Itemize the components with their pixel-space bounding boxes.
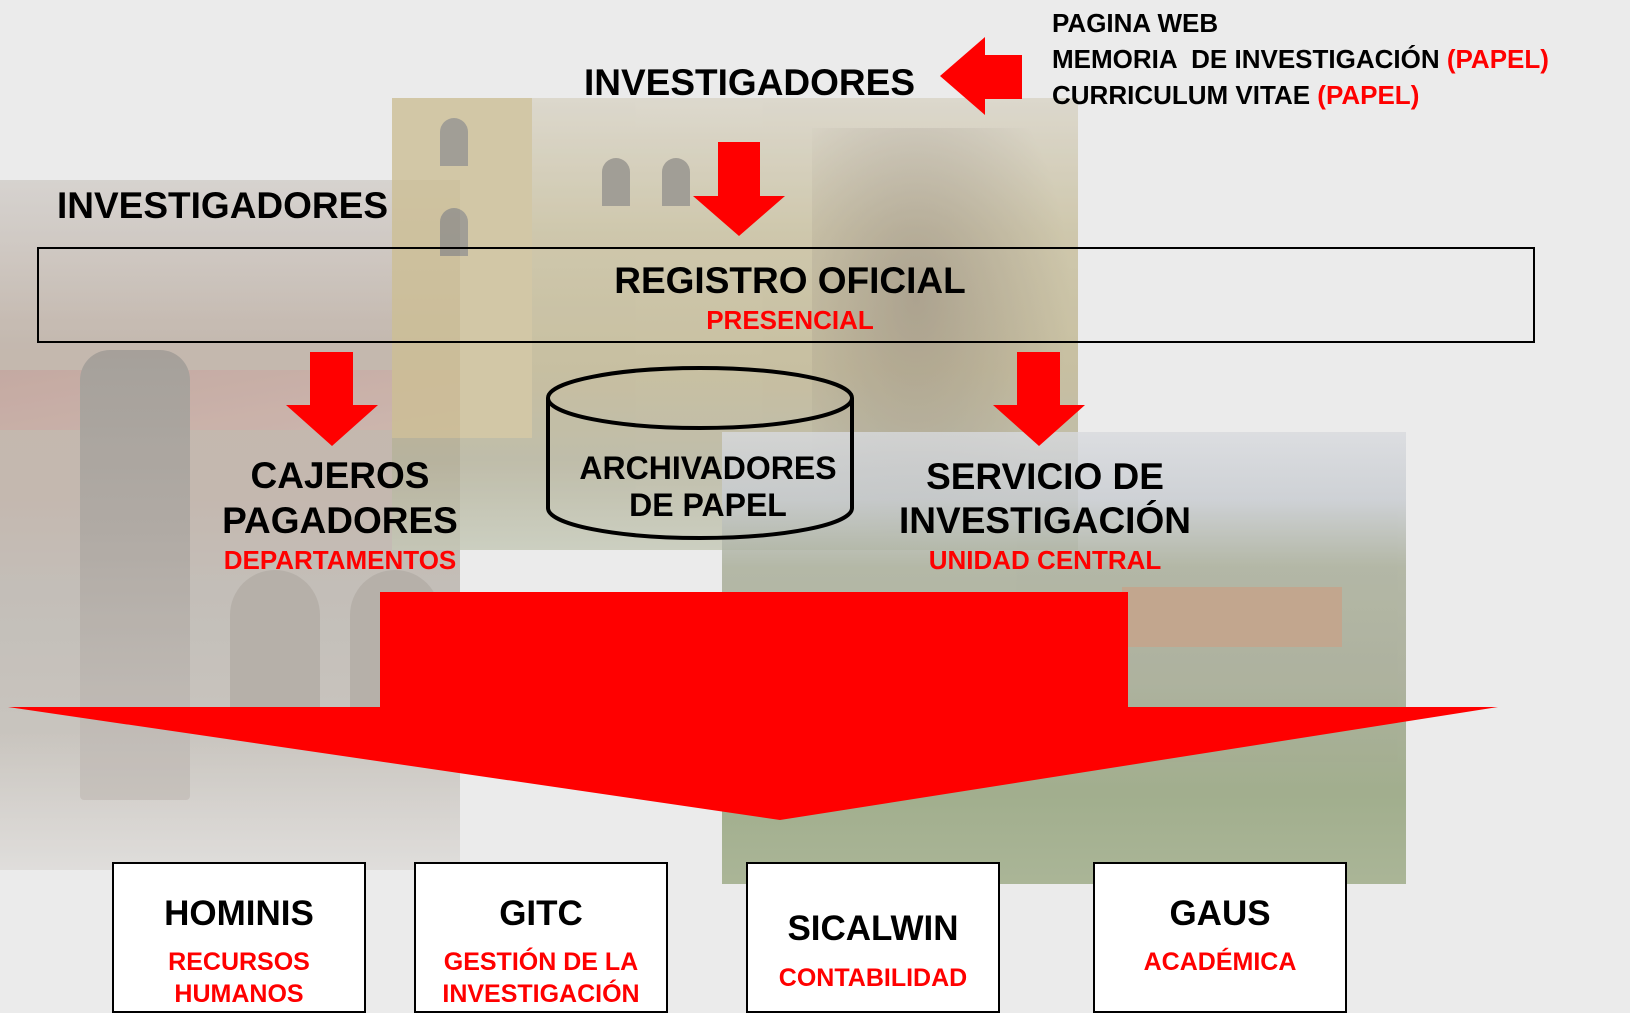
system-name: HOMINIS bbox=[164, 894, 314, 933]
cajeros-line1: CAJEROS bbox=[250, 455, 430, 496]
servicio-subtitle: UNIDAD CENTRAL bbox=[928, 545, 1162, 575]
arrow-down-icon bbox=[693, 142, 785, 236]
arrow-down-icon bbox=[286, 352, 378, 446]
cajeros-line2: PAGADORES bbox=[222, 500, 458, 541]
system-box-hominis: HOMINIS RECURSOS HUMANOS bbox=[112, 862, 366, 1013]
servicio-line2: INVESTIGACIÓN bbox=[899, 500, 1191, 541]
source-memoria: MEMORIA DE INVESTIGACIÓN (PAPEL) bbox=[1052, 44, 1549, 74]
system-desc-line1: CONTABILIDAD bbox=[778, 964, 968, 992]
archivadores-line1: ARCHIVADORES bbox=[579, 450, 837, 486]
top-actor-label: INVESTIGADORES bbox=[584, 62, 915, 103]
system-desc-line2: HUMANOS bbox=[174, 980, 304, 1008]
arrow-left-icon bbox=[940, 37, 1022, 115]
cajeros-subtitle: DEPARTAMENTOS bbox=[223, 545, 457, 575]
arrow-down-icon bbox=[993, 352, 1085, 446]
registro-box bbox=[37, 247, 1535, 343]
source-cv: CURRICULUM VITAE (PAPEL) bbox=[1052, 80, 1420, 110]
system-box-gitc: GITC GESTIÓN DE LA INVESTIGACIÓN bbox=[414, 862, 668, 1013]
big-merge-arrow bbox=[8, 592, 1498, 820]
source-list: PAGINA WEB MEMORIA DE INVESTIGACIÓN (PAP… bbox=[1052, 5, 1549, 113]
archivadores-line2: DE PAPEL bbox=[629, 487, 787, 523]
system-desc-line1: ACADÉMICA bbox=[1143, 948, 1297, 976]
registro-title: REGISTRO OFICIAL bbox=[614, 260, 966, 301]
system-name: GAUS bbox=[1169, 894, 1271, 933]
system-name: SICALWIN bbox=[787, 909, 959, 948]
system-desc-line1: RECURSOS bbox=[168, 948, 310, 976]
system-desc-line2: INVESTIGACIÓN bbox=[442, 980, 640, 1008]
system-box-sicalwin: SICALWIN CONTABILIDAD bbox=[746, 862, 1000, 1013]
side-actor-label: INVESTIGADORES bbox=[57, 185, 388, 226]
registro-subtitle: PRESENCIAL bbox=[706, 305, 874, 335]
system-name: GITC bbox=[499, 894, 583, 933]
system-box-gaus: GAUS ACADÉMICA bbox=[1093, 862, 1347, 1013]
source-web: PAGINA WEB bbox=[1052, 8, 1219, 38]
system-desc-line1: GESTIÓN DE LA bbox=[443, 948, 639, 976]
cylinder-icon bbox=[546, 366, 854, 540]
servicio-line1: SERVICIO DE bbox=[926, 456, 1164, 497]
